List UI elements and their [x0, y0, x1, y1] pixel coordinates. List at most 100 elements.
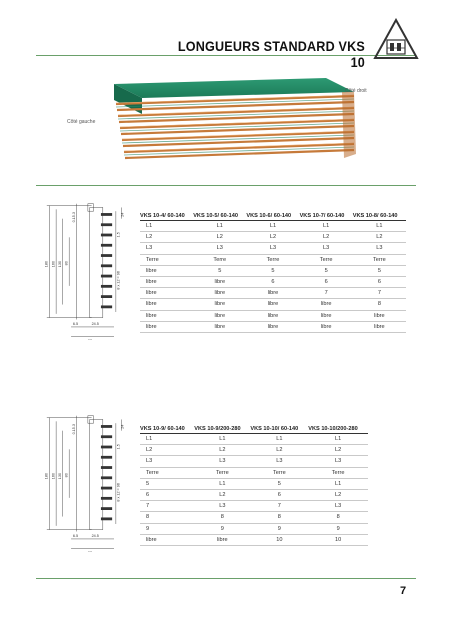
table-cell: libre — [140, 321, 194, 333]
dim-24: 24 — [120, 213, 124, 217]
table-cell: L1 — [193, 220, 247, 233]
table-cell: libre — [140, 534, 195, 546]
table-cell: libre — [246, 321, 300, 333]
dim-24-5: 24.5 — [92, 534, 99, 538]
cross-section-drawing-1: 180 160 130 80 0.15.3 6.5 24.5 37 24 1.5… — [45, 203, 124, 340]
table-cell: 9 — [308, 523, 368, 535]
dim-pitch: 8 x 12 = 96 — [117, 483, 121, 502]
table-cell: Terre — [194, 467, 251, 479]
phase-table-1: VKS 10-4/ 60-140 VKS 10-5/ 60-140 VKS 10… — [140, 212, 406, 333]
table-cell: 6 — [299, 276, 353, 289]
table-cell: libre — [140, 287, 194, 300]
table-cell: L3 — [193, 242, 247, 255]
dim-180: 180 — [45, 473, 49, 479]
table-cell: L3 — [299, 242, 353, 255]
table-cell: 8 — [308, 511, 368, 524]
company-logo-icon — [373, 18, 419, 59]
table-cell: L2 — [246, 231, 300, 244]
dim-24: 24 — [120, 425, 124, 429]
table-cell: 5 — [299, 265, 353, 277]
table-cell: L2 — [250, 444, 309, 457]
dim-015: 0.15.3 — [72, 212, 76, 222]
table-cell: 5 — [352, 265, 406, 277]
table-cell: L1 — [194, 433, 251, 446]
label-left-side: Côté gauche — [67, 119, 96, 125]
table-cell: L2 — [308, 444, 368, 457]
table-cell: libre — [246, 298, 300, 311]
table-cell: libre — [193, 321, 247, 333]
table-cell: Terre — [193, 254, 247, 266]
dim-015: 0.15.3 — [72, 424, 76, 434]
dim-1-5: 1.5 — [117, 232, 121, 237]
table-header: VKS 10-10/ 60-140 — [250, 425, 309, 434]
table-cell: 8 — [352, 298, 406, 311]
table-cell: 9 — [194, 523, 251, 535]
table-cell: Terre — [299, 254, 353, 266]
table-cell: libre — [140, 276, 194, 289]
label-right-side: Côté droit — [345, 88, 367, 94]
table-cell: libre — [299, 298, 353, 311]
table-cell: 5 — [250, 478, 309, 490]
table-cell: Terre — [140, 467, 195, 479]
table-cell: L3 — [140, 455, 195, 468]
table-cell: Terre — [140, 254, 194, 266]
table-cell: L2 — [140, 444, 195, 457]
table-cell: 10 — [250, 534, 309, 546]
dim-1-5: 1.5 — [117, 444, 121, 449]
table-cell: libre — [140, 310, 194, 322]
table-cell: libre — [193, 298, 247, 311]
table-cell: L3 — [308, 455, 368, 468]
table-cell: 9 — [140, 523, 195, 535]
table-cell: L1 — [140, 220, 194, 233]
table-cell: L1 — [194, 478, 251, 490]
table-cell: 9 — [250, 523, 309, 535]
table-cell: L3 — [308, 500, 368, 513]
table-header: VKS 10-4/ 60-140 — [140, 212, 194, 221]
table-cell: 5 — [193, 265, 247, 277]
table-cell: L1 — [352, 220, 406, 233]
dim-24-5: 24.5 — [92, 322, 99, 326]
table-cell: libre — [140, 265, 194, 277]
table-cell: 10 — [308, 534, 368, 546]
table-cell: L3 — [246, 242, 300, 255]
table-cell: L2 — [352, 231, 406, 244]
table-header: VKS 10-9/ 60-140 — [140, 425, 195, 434]
table-cell: libre — [140, 298, 194, 311]
busbar-illustration — [114, 78, 356, 160]
table-cell: 6 — [250, 489, 309, 502]
table-header: VKS 10-5/ 60-140 — [193, 212, 247, 221]
table-cell: libre — [299, 321, 353, 333]
table-cell: 7 — [140, 500, 195, 513]
table-cell: Terre — [352, 254, 406, 266]
table-header-row: VKS 10-4/ 60-140 VKS 10-5/ 60-140 VKS 10… — [140, 212, 406, 221]
dim-160: 160 — [51, 473, 55, 479]
table-cell: libre — [194, 534, 251, 546]
table-cell: L1 — [250, 433, 309, 446]
table-cell: 8 — [194, 511, 251, 524]
dim-130: 130 — [58, 473, 62, 479]
header-rule — [36, 55, 416, 56]
table-cell: L1 — [308, 433, 368, 446]
table-cell: 8 — [250, 511, 309, 524]
table-header-row: VKS 10-9/ 60-140 VKS 10-9/200-280 VKS 10… — [140, 425, 368, 434]
table-header: VKS 10-9/200-280 — [194, 425, 251, 434]
dim-80: 80 — [64, 473, 68, 477]
dim-pitch: 8 x 12 = 96 — [117, 271, 121, 290]
dim-6-5: 6.5 — [73, 534, 78, 538]
table-cell: libre — [246, 287, 300, 300]
table-cell: L2 — [308, 489, 368, 502]
table-header: VKS 10-7/ 60-140 — [299, 212, 353, 221]
cross-section-drawing-2: 180 160 130 80 0.15.3 6.5 24.5 37 24 1.5… — [45, 415, 124, 552]
